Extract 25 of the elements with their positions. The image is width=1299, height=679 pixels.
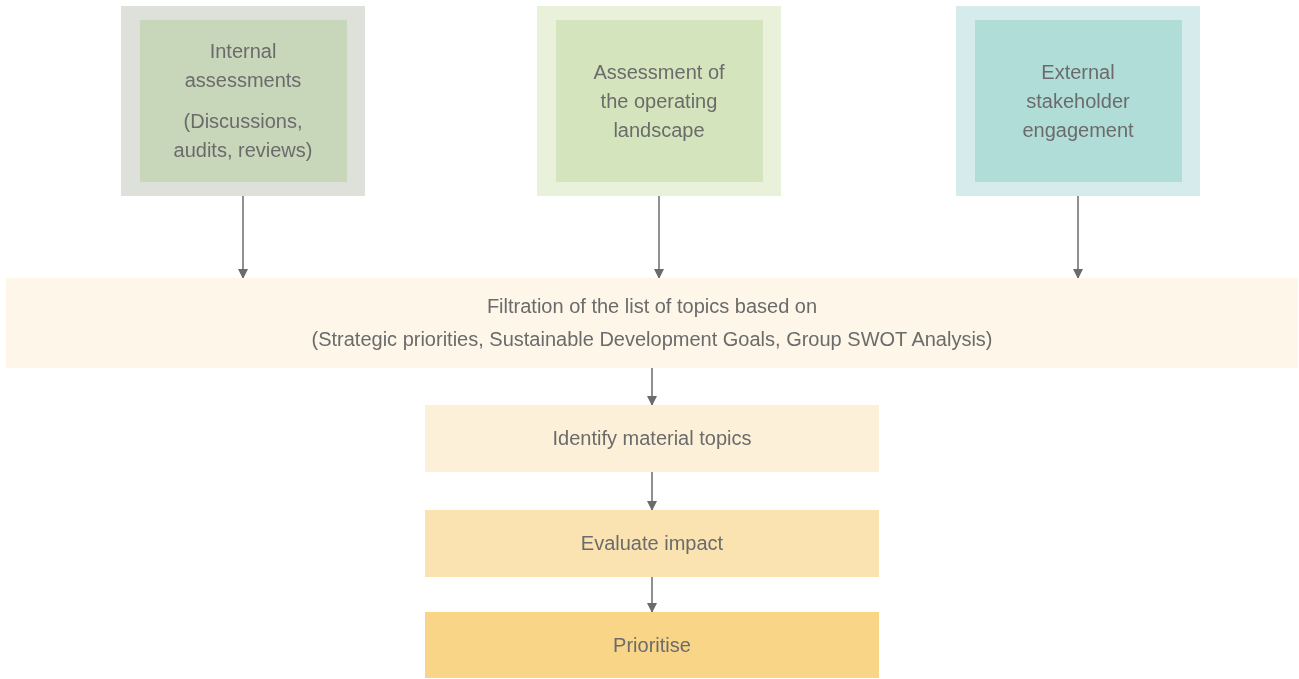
process-box <box>425 405 879 472</box>
box-text: Prioritise <box>613 632 691 658</box>
process-box <box>425 612 879 678</box>
arrow <box>647 576 657 613</box>
box-text: (Strategic priorities, Sustainable Development Goals, Group SWOT Analysis) <box>311 327 993 352</box>
box-text: Internal assessments <box>183 39 303 93</box>
box-text: Evaluate impact <box>580 531 724 556</box>
process-box <box>425 510 879 577</box>
arrow <box>647 367 657 406</box>
process-box <box>6 278 1298 368</box>
arrow <box>1073 195 1083 279</box>
process-box <box>974 20 1182 182</box>
process-box <box>139 20 347 182</box>
arrow <box>654 195 664 279</box>
arrow <box>647 471 657 511</box>
box-text: Identify material topics <box>552 426 752 451</box>
arrow <box>238 195 248 279</box>
box-text: External stakeholder engagement <box>1021 59 1135 143</box>
frame-box <box>121 6 365 196</box>
box-text: Assessment of the operating landscape <box>592 59 726 143</box>
frame-box <box>956 6 1200 196</box>
box-text: (Discussions, audits, reviews) <box>172 109 314 163</box>
box-text: Filtration of the list of topics based on <box>486 294 818 319</box>
process-box <box>555 20 763 182</box>
frame-box <box>537 6 781 196</box>
